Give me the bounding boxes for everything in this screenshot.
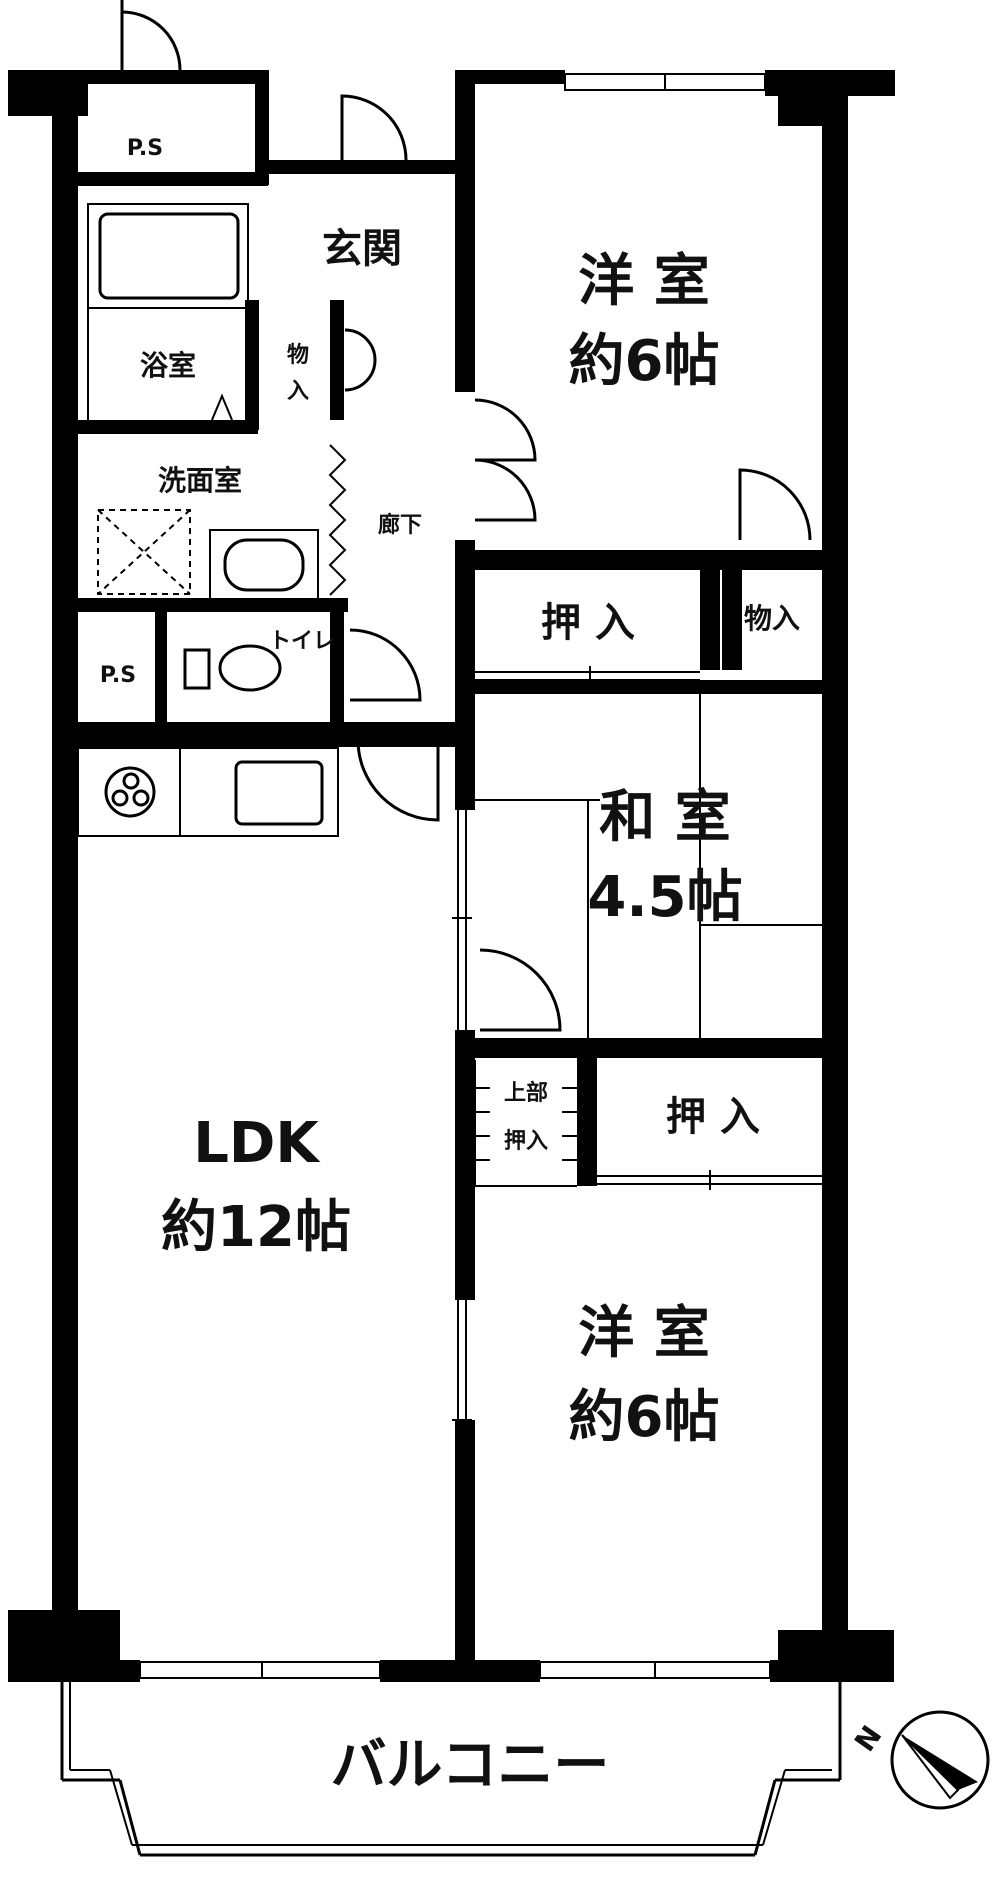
upper-storage-label-1: 上部 (504, 1080, 548, 1106)
walls (8, 70, 895, 1682)
western-top-size: 約6帖 (569, 329, 720, 394)
japanese-room-size: 4.5帖 (587, 865, 742, 930)
room-labels: P.S 玄関 浴室 物 入 洗面室 廊下 P.S トイレ 洋 室 約6帖 押 入… (100, 136, 800, 1798)
entrance-label: 玄関 (322, 226, 402, 272)
ps-top-label: P.S (127, 136, 163, 161)
washroom-label: 洗面室 (158, 464, 242, 497)
fixtures (60, 73, 842, 1857)
balcony-label: バルコニー (331, 1733, 610, 1798)
toilet-label: トイレ (269, 629, 335, 654)
compass: N (848, 1710, 990, 1810)
western-bottom-name: 洋 室 (578, 1301, 710, 1366)
ldk-size: 約12帖 (161, 1195, 351, 1260)
compass-ring (890, 1710, 990, 1810)
doors (120, 0, 812, 1032)
compass-north-label: N (848, 1719, 888, 1757)
japanese-room-name: 和 室 (599, 785, 731, 850)
oshiire-2-label: 押 入 (666, 1094, 760, 1140)
storage-small-label-2: 入 (287, 379, 309, 404)
upper-storage-label-2: 押入 (504, 1128, 548, 1154)
bath-label: 浴室 (140, 349, 196, 382)
storage-small-label-1: 物 (287, 342, 309, 368)
storage-right-label: 物入 (744, 602, 800, 635)
compass-arrow-icon (902, 1735, 978, 1790)
hallway-label: 廊下 (378, 512, 422, 538)
western-top-name: 洋 室 (578, 249, 710, 314)
ldk-name: LDK (193, 1111, 321, 1176)
oshiire-1-label: 押 入 (541, 600, 635, 646)
western-bottom-size: 約6帖 (569, 1385, 720, 1450)
ps-mid-label: P.S (100, 663, 136, 688)
